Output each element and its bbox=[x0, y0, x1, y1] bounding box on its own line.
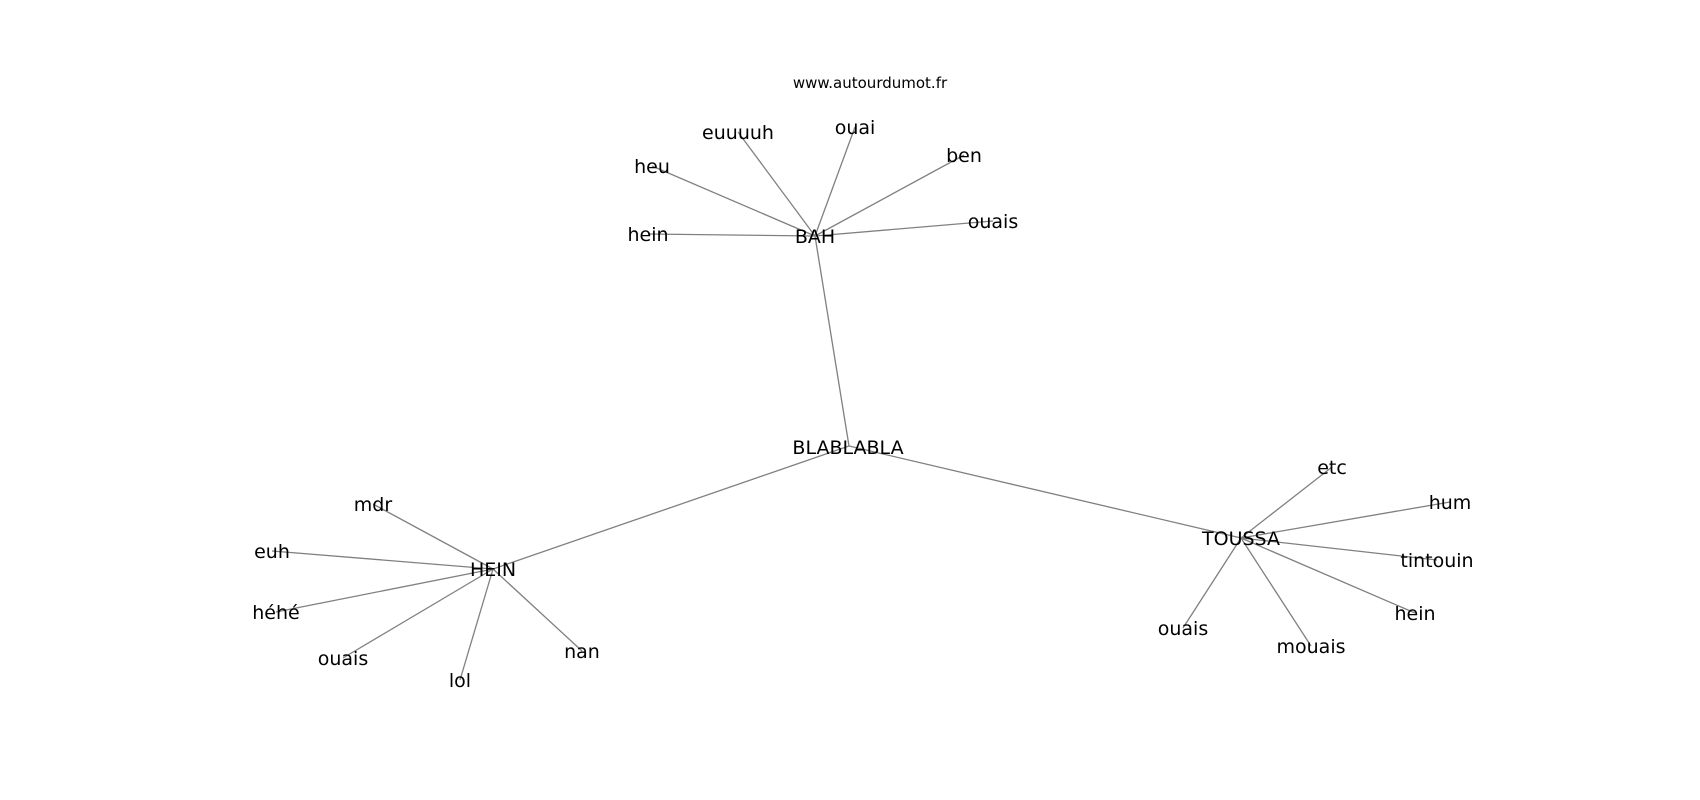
graph-edges bbox=[271, 126, 1451, 681]
edge-center-hein bbox=[492, 445, 850, 570]
edge-hein-nan bbox=[492, 568, 583, 652]
node-hub-bah: BAH bbox=[795, 226, 835, 248]
edge-hein-mdr bbox=[372, 503, 494, 570]
node-leaf-bah-heu: heu bbox=[634, 156, 670, 178]
edge-bah-hein bbox=[647, 233, 816, 237]
node-leaf-toussa-ouais: ouais bbox=[1158, 618, 1209, 640]
edge-toussa-etc bbox=[1240, 466, 1333, 539]
node-leaf-toussa-mouais: mouais bbox=[1277, 636, 1346, 658]
node-leaf-toussa-tintouin: tintouin bbox=[1400, 550, 1473, 572]
node-leaf-bah-euuuuh: euuuuh bbox=[702, 122, 774, 144]
edge-toussa-mouais bbox=[1240, 537, 1312, 647]
node-leaf-hein-mdr: mdr bbox=[354, 494, 393, 516]
edge-bah-ouai bbox=[814, 126, 856, 237]
node-leaf-hein-hehe: héhé bbox=[252, 602, 299, 624]
edge-center-bah bbox=[814, 235, 850, 447]
edge-hein-ouais bbox=[342, 568, 494, 659]
node-leaf-bah-ouai: ouai bbox=[835, 117, 876, 139]
site-url: www.autourdumot.fr bbox=[793, 74, 948, 92]
node-leaf-toussa-etc: etc bbox=[1317, 457, 1347, 479]
edge-toussa-hum bbox=[1240, 501, 1451, 539]
edge-center-toussa bbox=[848, 445, 1242, 539]
node-leaf-bah-ouais: ouais bbox=[968, 211, 1019, 233]
node-leaf-bah-ben: ben bbox=[946, 145, 982, 167]
edge-bah-heu bbox=[651, 165, 816, 237]
node-leaf-hein-euh: euh bbox=[254, 541, 290, 563]
node-leaf-bah-hein: hein bbox=[627, 224, 668, 246]
edge-hein-euh bbox=[271, 550, 494, 570]
edge-toussa-hein bbox=[1240, 537, 1416, 614]
node-leaf-toussa-hein: hein bbox=[1394, 603, 1435, 625]
node-leaf-hein-lol: lol bbox=[449, 670, 471, 692]
edge-hein-lol bbox=[459, 568, 494, 681]
node-leaf-hein-nan: nan bbox=[564, 641, 600, 663]
edge-bah-ben bbox=[814, 154, 965, 237]
node-hub-hein: HEIN bbox=[470, 559, 516, 581]
edge-hein-hehe bbox=[275, 568, 494, 613]
edge-bah-euuuuh bbox=[737, 131, 816, 237]
edge-toussa-tintouin bbox=[1240, 537, 1438, 561]
node-center: BLABLABLA bbox=[792, 437, 903, 459]
node-hub-toussa: TOUSSA bbox=[1201, 528, 1280, 550]
edge-bah-ouais bbox=[814, 220, 994, 237]
node-leaf-hein-ouais: ouais bbox=[318, 648, 369, 670]
node-leaf-toussa-hum: hum bbox=[1429, 492, 1472, 514]
edge-toussa-ouais bbox=[1182, 537, 1242, 629]
